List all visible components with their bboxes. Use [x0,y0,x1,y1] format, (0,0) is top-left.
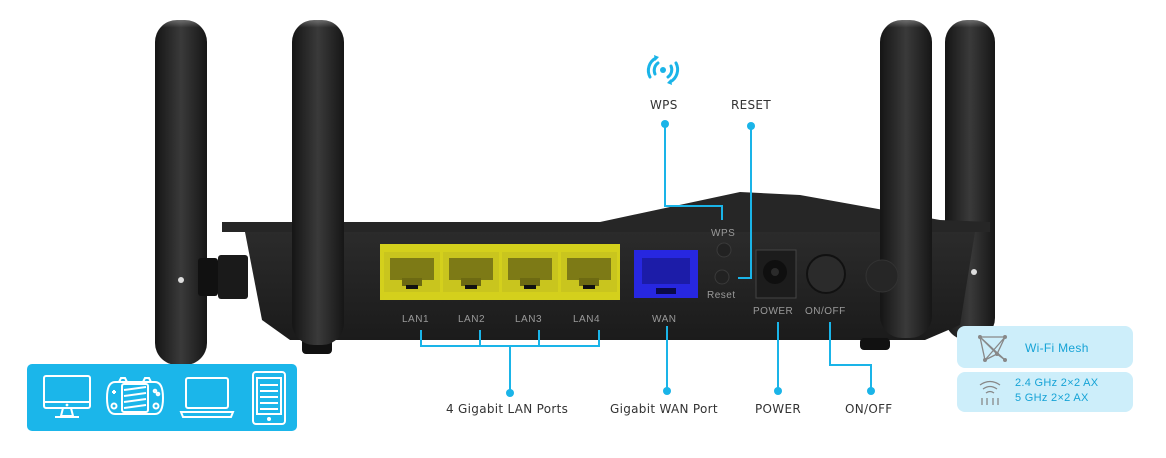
desktop-monitor-icon [43,375,91,418]
wan-callout-dot [663,387,671,395]
reset-printed-label: Reset [707,290,736,301]
onoff-callout-line [829,322,872,392]
wifi-antenna-icon [979,380,1001,405]
band-24ghz-label: 2.4 GHz 2×2 AX [1015,377,1099,389]
wps-printed-label: WPS [711,228,736,239]
wan-label: WAN [652,314,677,325]
power-callout-dot [774,387,782,395]
lan1-label: LAN1 [402,314,430,325]
wifi-mesh-card: Wi-Fi Mesh [957,326,1133,368]
power-callout-label: POWER [755,402,801,416]
power-printed-label: POWER [753,306,794,317]
lan4-label: LAN4 [573,314,601,325]
band-5ghz-label: 5 GHz 2×2 AX [1015,392,1089,404]
laptop-icon [179,377,235,418]
lan-callout-dot [506,389,514,397]
wan-port-callout-label: Gigabit WAN Port [610,402,718,416]
lan-port-2 [443,252,499,292]
tablet-icon [252,371,286,425]
wan-port [634,250,698,298]
mesh-network-icon [978,334,1007,362]
lan-port-1 [384,252,440,292]
devices-panel [27,364,297,431]
wifi-bands-card: 2.4 GHz 2×2 AX 5 GHz 2×2 AX [957,372,1133,412]
reset-callout-line [738,128,752,279]
lan-ports-callout-label: 4 Gigabit LAN Ports [446,402,569,416]
lan3-label: LAN3 [515,314,543,325]
lan2-label: LAN2 [458,314,486,325]
wps-callout-dot [661,120,669,128]
lan-callout-line [420,330,600,392]
lan-ports-block [380,244,620,300]
wps-callout-label: WPS [650,98,678,112]
wps-icon [646,55,680,85]
onoff-printed-label: ON/OFF [805,306,846,317]
reset-button [714,269,730,285]
handheld-game-console-icon [105,377,165,415]
lan-port-3 [502,252,558,292]
wps-callout-line [664,126,723,220]
reset-callout-dot [747,122,755,130]
onoff-callout-dot [867,387,875,395]
wps-button [716,242,732,258]
lan-port-4 [561,252,617,292]
onoff-callout-label: ON/OFF [845,402,893,416]
reset-callout-label: RESET [731,98,771,112]
wifi-mesh-label: Wi-Fi Mesh [1025,341,1089,355]
power-button [806,254,846,294]
